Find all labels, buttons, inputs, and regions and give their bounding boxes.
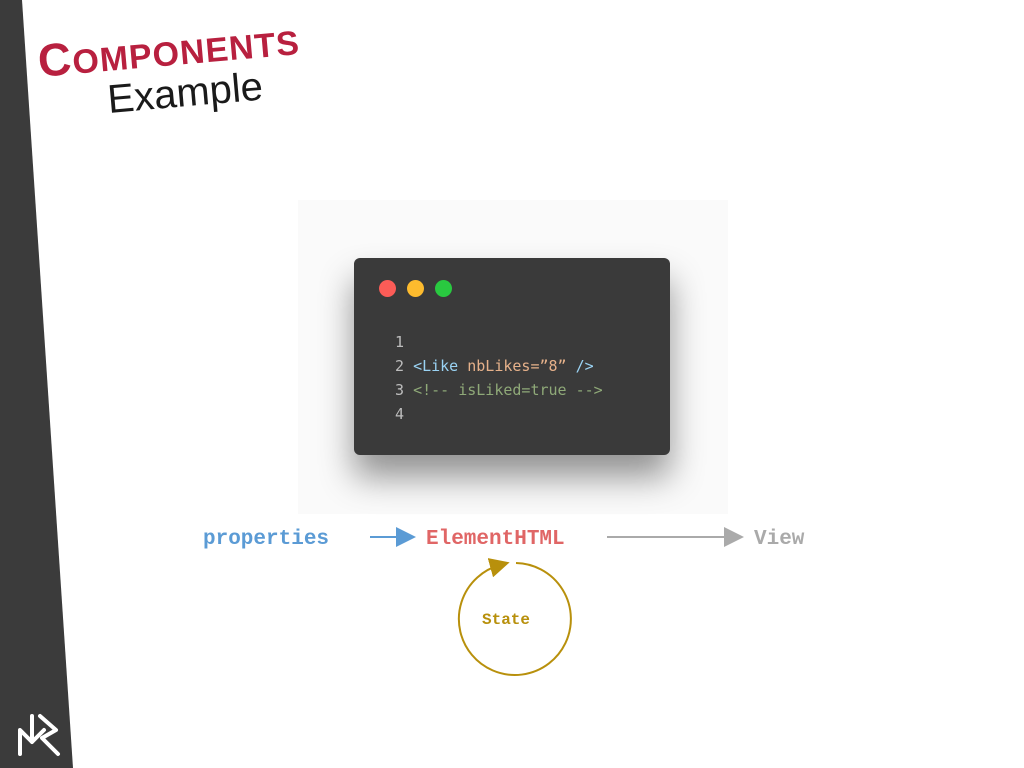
code-line: 1 [395, 330, 603, 354]
code-line: 3 <!-- isLiked=true --> [395, 378, 603, 402]
brand-logo-icon [18, 714, 60, 756]
maximize-dot-icon [435, 280, 452, 297]
line-number: 3 [395, 381, 414, 399]
code-token: <!-- isLiked=true --> [413, 381, 603, 399]
code-line: 2 <Like nbLikes=”8” /> [395, 354, 603, 378]
code-token: nbLikes= [467, 357, 540, 375]
line-number: 2 [395, 357, 414, 375]
state-cycle-arrow [457, 558, 572, 676]
code-line: 4 [395, 402, 603, 426]
flow-view-label: View [754, 528, 805, 551]
minimize-dot-icon [407, 280, 424, 297]
code-window: 1 2 <Like nbLikes=”8” />3 <!-- isLiked=t… [354, 258, 670, 455]
state-label: State [482, 611, 531, 629]
flow-properties-label: properties [203, 528, 330, 551]
code-content: 1 2 <Like nbLikes=”8” />3 <!-- isLiked=t… [395, 330, 603, 426]
close-dot-icon [379, 280, 396, 297]
code-token: <Like [413, 357, 468, 375]
flow-element-label: ElementHTML [426, 528, 565, 551]
code-token: ”8” [539, 357, 567, 375]
code-token: /> [566, 357, 594, 375]
line-number: 4 [395, 405, 414, 423]
line-number: 1 [395, 333, 414, 351]
